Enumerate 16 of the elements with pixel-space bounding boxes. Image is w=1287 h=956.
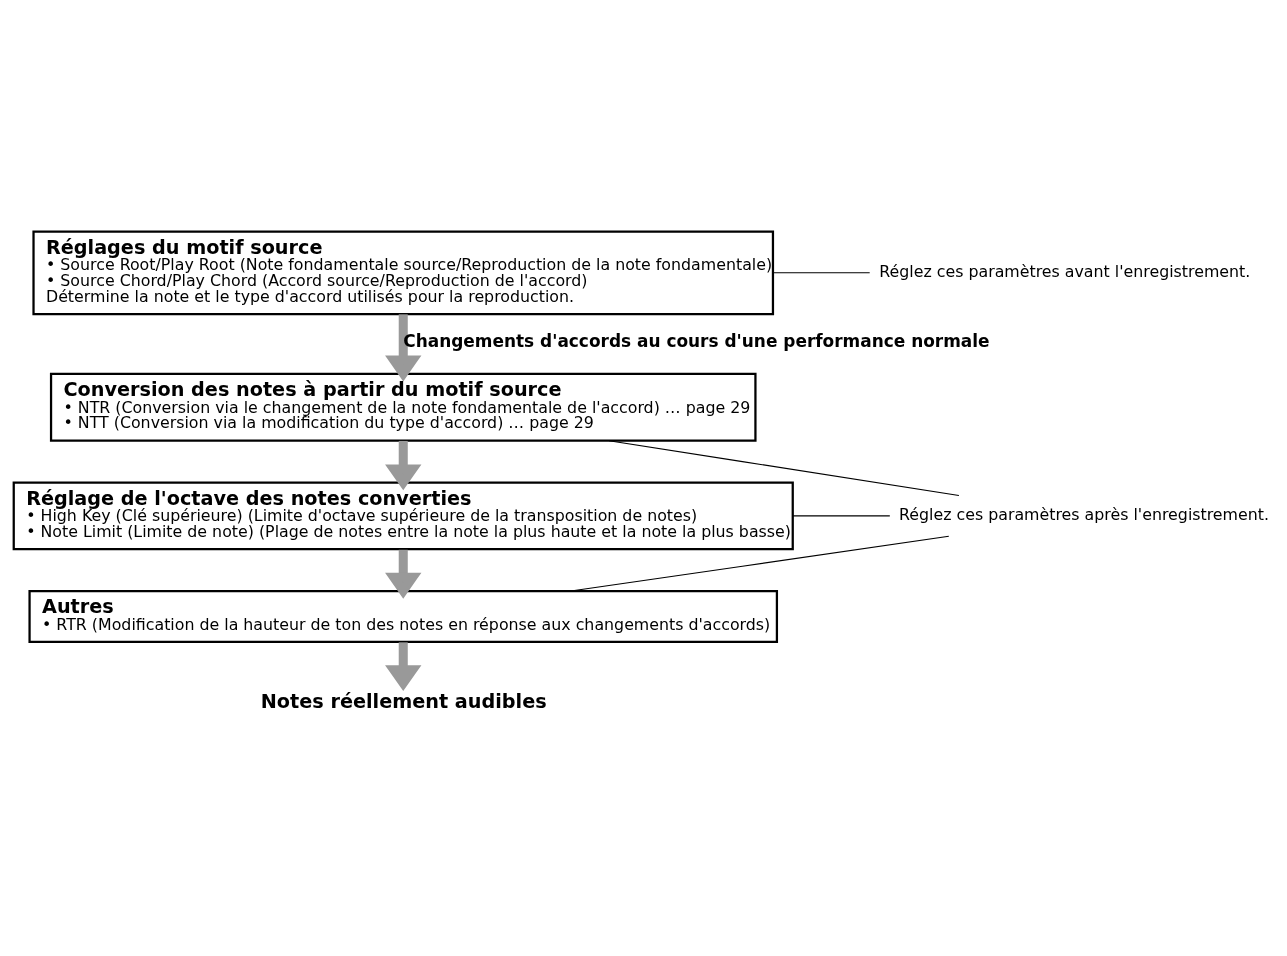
arrow [385,314,422,382]
connector [570,535,950,592]
connector [608,440,960,497]
node-box: Réglage de l'octave des notes converties • High Key (Clé supérieure) (Limite d'octave supérieure de la transposition de notes) • Note Limit (Limite de note) (Plage de notes entre la note la plus haute et la note la plus basse) [12,481,794,551]
edge-label: Changements d'accords au cours d'une performance normale [403,330,990,351]
arrow [385,642,422,692]
arrow [385,549,422,599]
connector [772,272,871,274]
node-text: Réglez ces paramètres après l'enregistrement. [899,505,1269,525]
node-text: Notes réellement audibles [260,689,547,713]
arrow [385,440,422,491]
connector [792,515,891,517]
node-box: Réglages du motif source • Source Root/Play Root (Note fondamentale source/Reproduction de la note fondamentale) • Source Chord/Play Chord (Accord source/Reproduction de l'accord) Détermine la note et le type d'accord utilisés pour la reproduction. [32,230,775,316]
node-text: Réglez ces paramètres avant l'enregistrement. [879,261,1251,281]
node-box: Conversion des notes à partir du motif source • NTR (Conversion via le changement de la note fondamentale de l'accord) … page 29 • NTT (Conversion via la modification du type d'accord) … page 29 [49,372,757,442]
node-box: Autres • RTR (Modification de la hauteur de ton des notes en réponse aux changements d'accords) [28,589,779,644]
